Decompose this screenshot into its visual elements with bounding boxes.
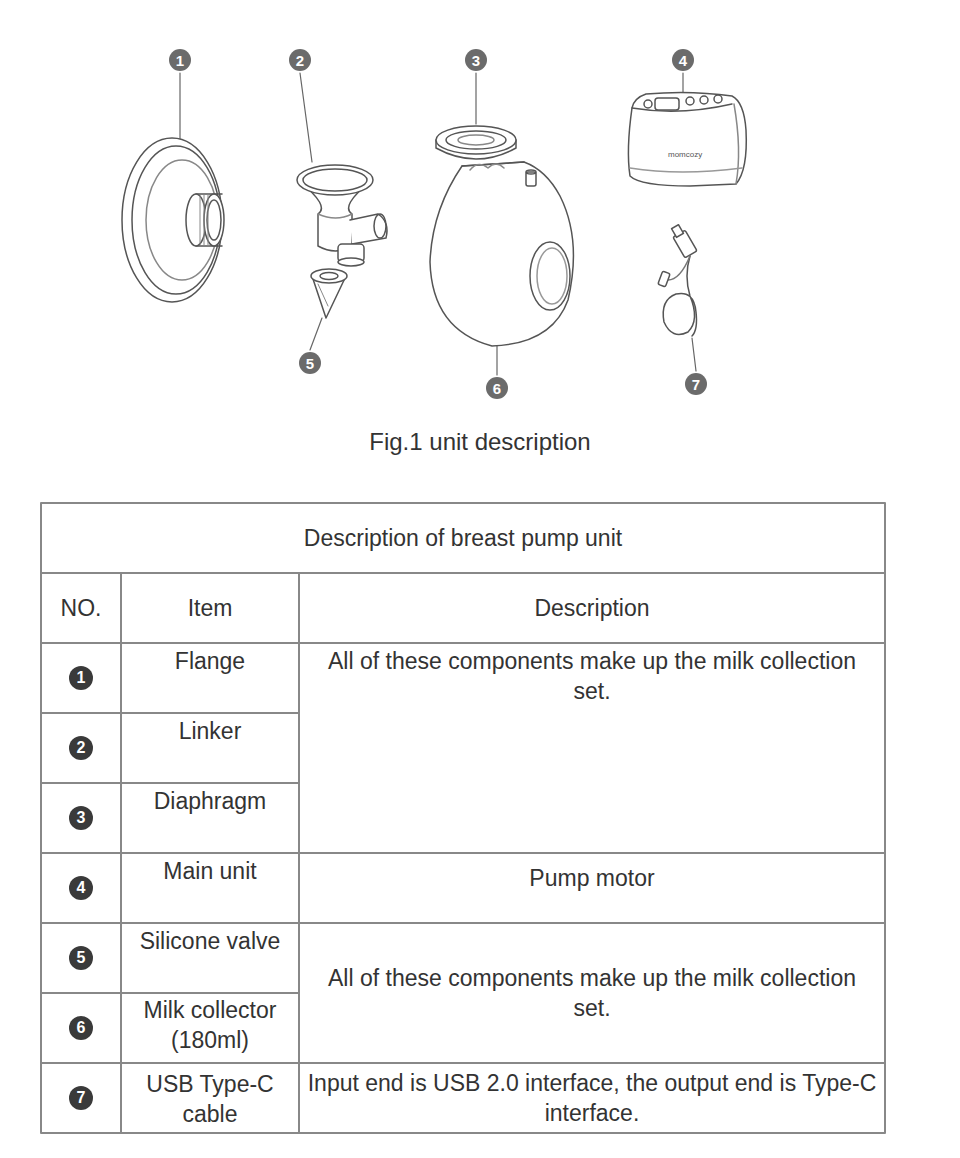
callout-number: 7 bbox=[685, 373, 707, 395]
main-unit bbox=[628, 92, 746, 186]
item-name: Linker bbox=[121, 716, 299, 782]
description-text: All of these components make up the milk… bbox=[299, 646, 885, 746]
callout-number: 7 bbox=[69, 1086, 93, 1110]
callout-number: 4 bbox=[672, 49, 694, 71]
item-name: Main unit bbox=[121, 856, 299, 922]
description-text: Input end is USB 2.0 interface, the outp… bbox=[299, 1063, 885, 1133]
callout-number: 5 bbox=[69, 946, 93, 970]
callout-number: 3 bbox=[69, 806, 93, 830]
callout-number: 3 bbox=[465, 49, 487, 71]
silicone-valve bbox=[311, 269, 347, 318]
flange bbox=[122, 138, 224, 302]
leader-lines bbox=[180, 73, 696, 375]
callout-number: 6 bbox=[486, 377, 508, 399]
item-name: Diaphragm bbox=[121, 786, 299, 852]
table-grid bbox=[41, 503, 885, 1133]
callout-number: 4 bbox=[69, 876, 93, 900]
callout-number: 2 bbox=[69, 736, 93, 760]
item-name: Milk collector (180ml) bbox=[121, 995, 299, 1063]
item-name: USB Type-C cable bbox=[121, 1066, 299, 1132]
usb-cable bbox=[658, 225, 697, 336]
callout-number: 1 bbox=[169, 49, 191, 71]
linker bbox=[297, 165, 387, 266]
table-title: Description of breast pump unit bbox=[41, 503, 885, 573]
description-text: Pump motor bbox=[299, 853, 885, 903]
figure-caption: Fig.1 unit description bbox=[180, 427, 780, 457]
column-header: NO. bbox=[41, 573, 121, 643]
item-name: Silicone valve bbox=[121, 926, 299, 992]
item-name: Flange bbox=[121, 646, 299, 712]
callout-number: 2 bbox=[289, 49, 311, 71]
brand-text: momcozy bbox=[668, 150, 702, 159]
callout-number: 6 bbox=[69, 1016, 93, 1040]
column-header: Description bbox=[299, 573, 885, 643]
callout-number: 5 bbox=[299, 352, 321, 374]
diaphragm bbox=[436, 126, 516, 159]
callout-number: 1 bbox=[69, 666, 93, 690]
column-header: Item bbox=[121, 573, 299, 643]
milk-collector bbox=[430, 162, 573, 346]
description-text: All of these components make up the milk… bbox=[299, 923, 885, 1063]
